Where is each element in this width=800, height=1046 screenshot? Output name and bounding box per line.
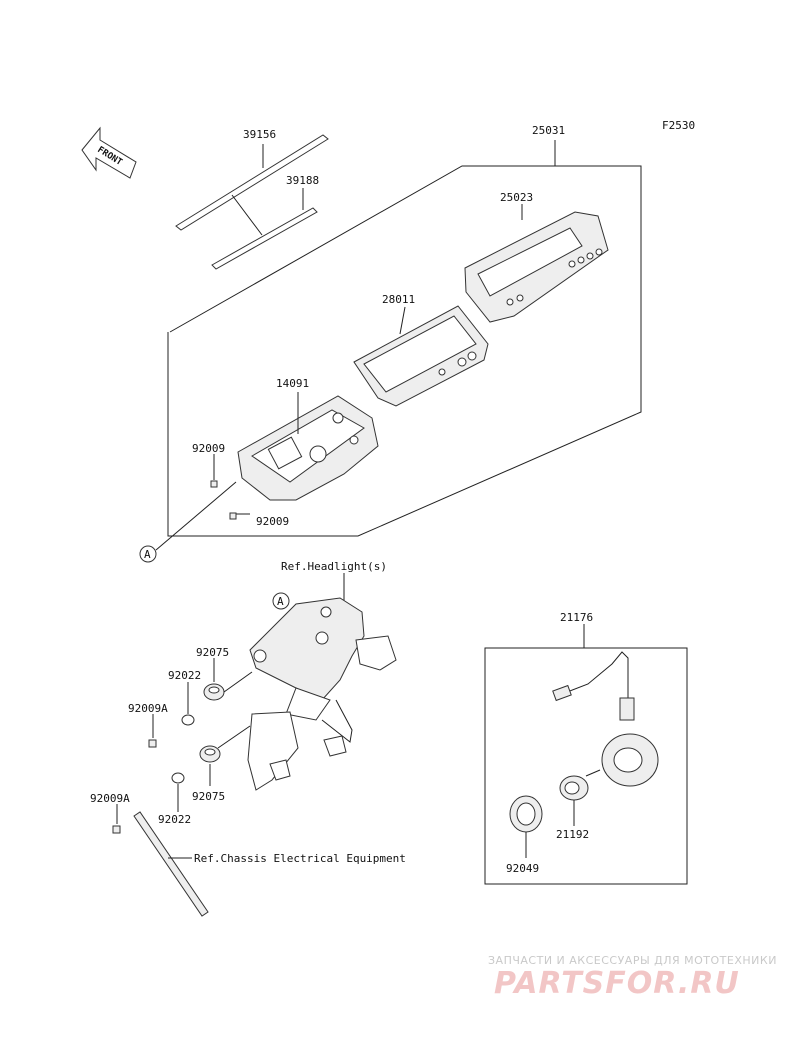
front-arrow-icon: FRONT xyxy=(81,126,137,179)
meter-case xyxy=(237,392,379,501)
label-25031: 25031 xyxy=(532,124,565,137)
meter-cover xyxy=(464,204,609,323)
watermark-logo: PARTSFOR.RU xyxy=(494,966,740,1001)
label-92022-lower: 92022 xyxy=(158,813,191,826)
meter-bracket xyxy=(247,597,397,791)
marker-a-bottom-label: A xyxy=(277,595,284,608)
drive-gear xyxy=(559,775,589,826)
meter-glass xyxy=(175,134,329,270)
figure-code: F2530 xyxy=(662,119,695,132)
label-92022-upper: 92022 xyxy=(168,669,201,682)
bolt-lower xyxy=(112,804,121,834)
cable-strap xyxy=(133,811,209,917)
label-92075-lower: 92075 xyxy=(192,790,225,803)
label-39188: 39188 xyxy=(286,174,319,187)
screw-upper xyxy=(210,454,218,488)
label-92075-upper: 92075 xyxy=(196,646,229,659)
label-92009a-lower: 92009A xyxy=(90,792,130,805)
lcd-unit xyxy=(353,305,489,407)
label-21192: 21192 xyxy=(556,828,589,841)
screw-lower xyxy=(229,512,250,520)
label-92009-lower: 92009 xyxy=(256,515,289,528)
washer-lower xyxy=(171,772,185,812)
label-21176: 21176 xyxy=(560,611,593,624)
label-92009a-upper: 92009A xyxy=(128,702,168,715)
watermark-line1: ЗАПЧАСТИ И АКСЕССУАРЫ ДЛЯ МОТОТЕХНИКИ xyxy=(488,954,777,967)
bolt-upper xyxy=(148,714,157,748)
washer-upper xyxy=(181,682,195,726)
ref-headlight: Ref.Headlight(s) xyxy=(281,560,387,573)
label-39156: 39156 xyxy=(243,128,276,141)
label-92049: 92049 xyxy=(506,862,539,875)
label-14091: 14091 xyxy=(276,377,309,390)
speed-cable xyxy=(552,651,635,721)
marker-a-top-label: A xyxy=(144,548,151,561)
oil-seal xyxy=(509,795,543,858)
grommet-lower xyxy=(199,725,251,786)
label-28011: 28011 xyxy=(382,293,415,306)
meter-assembly-box xyxy=(167,140,642,537)
label-25023: 25023 xyxy=(500,191,533,204)
marker-a-top: A xyxy=(139,481,237,563)
label-92009-upper: 92009 xyxy=(192,442,225,455)
ref-chassis-electrical: Ref.Chassis Electrical Equipment xyxy=(194,852,406,865)
grommet-upper xyxy=(203,658,253,701)
gear-housing xyxy=(585,733,659,787)
speed-sensor-box xyxy=(484,624,688,885)
marker-a-bottom: A xyxy=(272,592,290,610)
